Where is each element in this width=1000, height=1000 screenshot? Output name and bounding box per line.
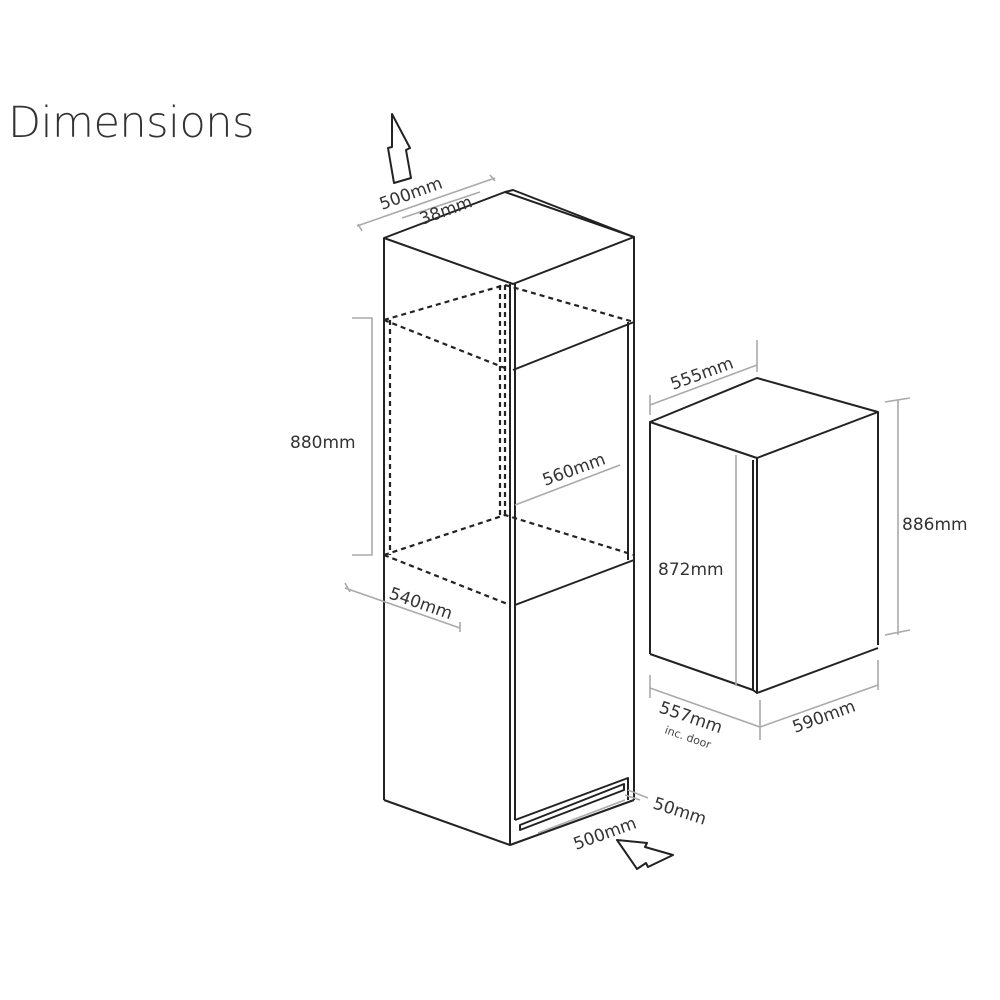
label-niche-height: 880mm [290,433,356,453]
label-niche-width: 560mm [540,449,608,490]
fridge [649,377,879,694]
page-title: Dimensions [8,98,254,148]
label-plinth-height: 50mm [650,794,708,830]
arrow-in-icon [616,839,674,870]
label-fridge-height: 886mm [902,515,968,535]
label-fridge-width: 590mm [790,696,858,737]
label-fridge-top-depth: 555mm [668,353,736,394]
label-fridge-body-height: 872mm [658,560,724,580]
label-niche-depth: 540mm [386,584,455,624]
dimension-lines [344,174,911,834]
tall-cabinet [383,189,635,846]
arrow-up-icon [387,113,412,184]
